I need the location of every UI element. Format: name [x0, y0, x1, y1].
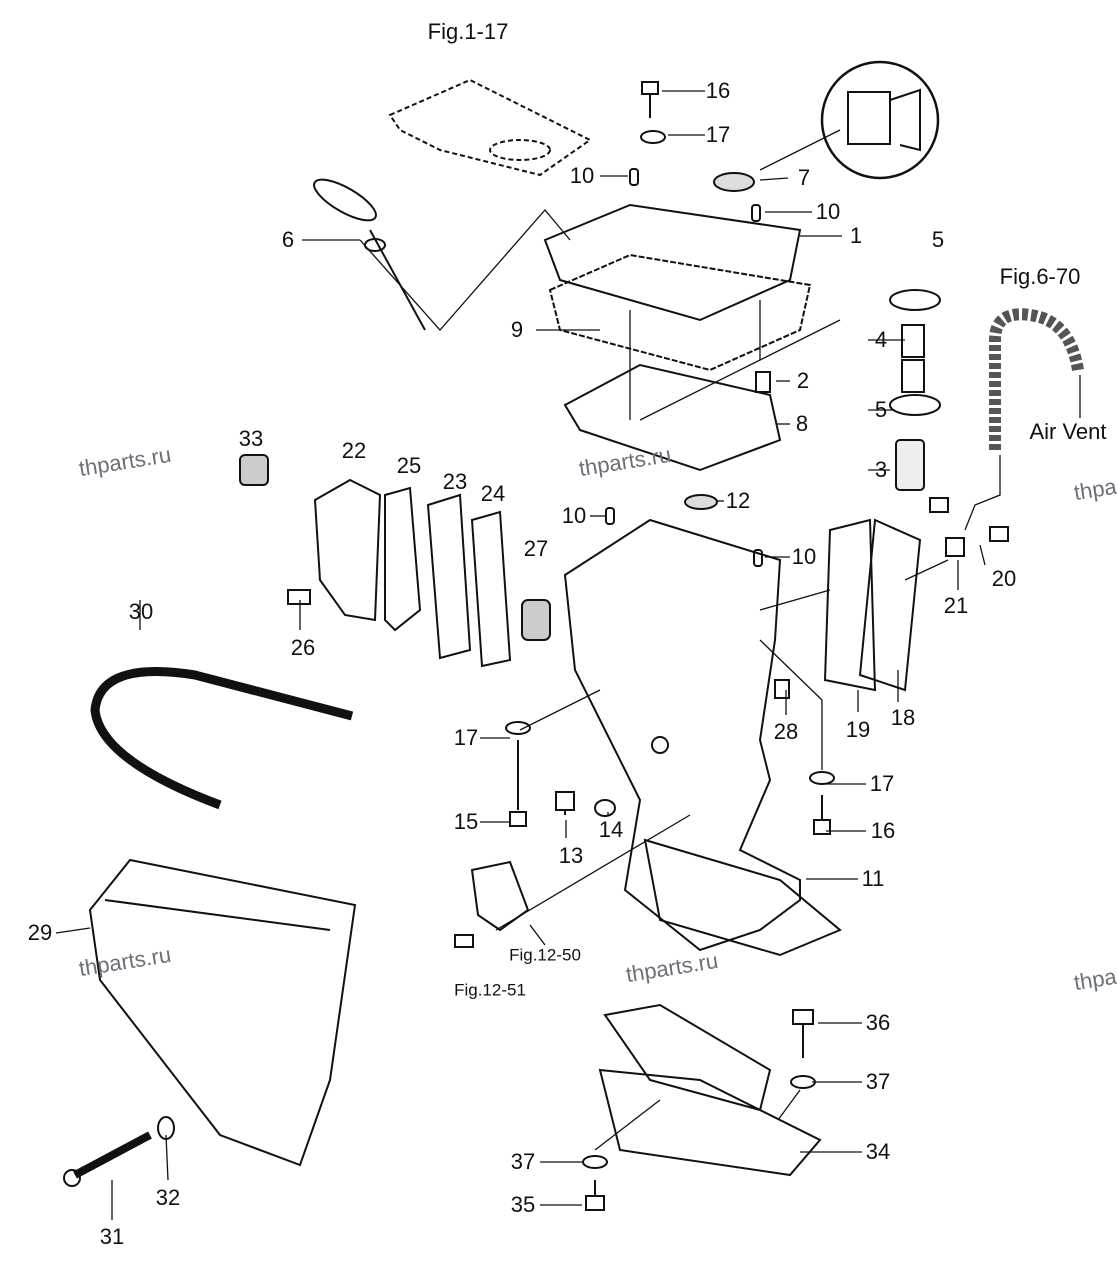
callout: 28 [773, 719, 799, 744]
callout: 29 [27, 920, 53, 945]
callout: 2 [796, 368, 810, 393]
callout: 22 [341, 438, 367, 463]
callout: 1 [849, 223, 863, 248]
callout: 10 [569, 163, 595, 188]
leader-lines [55, 90, 1081, 1220]
ref-fig-6-70: Fig.6-70 [999, 264, 1081, 289]
small-hardware [605, 81, 771, 567]
callout: 10 [791, 544, 817, 569]
callout: 16 [870, 818, 896, 843]
callout: 8 [795, 411, 809, 436]
cover-fig-12-50 [470, 860, 530, 932]
callout: 23 [442, 469, 468, 494]
callout: 14 [598, 817, 624, 842]
callout: 12 [725, 488, 751, 513]
callout: 31 [99, 1224, 125, 1249]
upper-casing [543, 203, 812, 472]
callout: 20 [991, 566, 1017, 591]
gasket-fig-1-17 [388, 78, 592, 177]
vent-parts [889, 289, 941, 491]
ref-air-vent: Air Vent [1029, 419, 1107, 444]
bolt-fig-12-51 [454, 934, 474, 948]
callout: 5 [874, 397, 888, 422]
callout: 10 [815, 199, 841, 224]
callout: 37 [510, 1149, 536, 1174]
lower-cowling [88, 858, 357, 1167]
callout: 4 [874, 327, 888, 352]
callout: 32 [155, 1185, 181, 1210]
callout: 35 [510, 1192, 536, 1217]
callout: 25 [396, 453, 422, 478]
callout: 5 [931, 227, 945, 252]
drive-shaft-housing [563, 518, 842, 957]
callout: 13 [558, 843, 584, 868]
callout: 11 [861, 866, 885, 891]
vent-hose [989, 308, 1084, 450]
callout: 3 [874, 457, 888, 482]
callout: 9 [510, 317, 524, 342]
callout: 17 [453, 725, 479, 750]
callout: 6 [281, 227, 295, 252]
callout: 24 [480, 481, 506, 506]
callout: 17 [705, 122, 731, 147]
callout: 21 [943, 593, 969, 618]
dipstick [313, 178, 426, 331]
callout: 37 [865, 1069, 891, 1094]
callout: 27 [523, 536, 549, 561]
callout: 16 [705, 78, 731, 103]
callout: 34 [865, 1139, 891, 1164]
callout: 36 [865, 1010, 891, 1035]
bolt-31-washer-32 [63, 1116, 175, 1187]
callout: 18 [890, 705, 916, 730]
rubber-seal-strip [90, 667, 354, 810]
lower-plate [582, 1003, 822, 1211]
callout: 30 [128, 599, 154, 624]
cover-plates [239, 454, 551, 668]
ref-fig-12-50: Fig.12-50 [509, 945, 581, 965]
callout: 26 [290, 635, 316, 660]
callout: 19 [845, 717, 871, 742]
callout: 17 [869, 771, 895, 796]
callout: 33 [238, 426, 264, 451]
seal-detail-inset [820, 60, 940, 180]
fasteners-lower [505, 497, 1009, 835]
callout: 10 [561, 503, 587, 528]
ref-fig-12-51: Fig.12-51 [454, 980, 526, 1000]
callout: 15 [453, 809, 479, 834]
callout: 7 [797, 165, 811, 190]
side-plates [823, 518, 922, 692]
ref-fig-1-17: Fig.1-17 [427, 19, 509, 44]
